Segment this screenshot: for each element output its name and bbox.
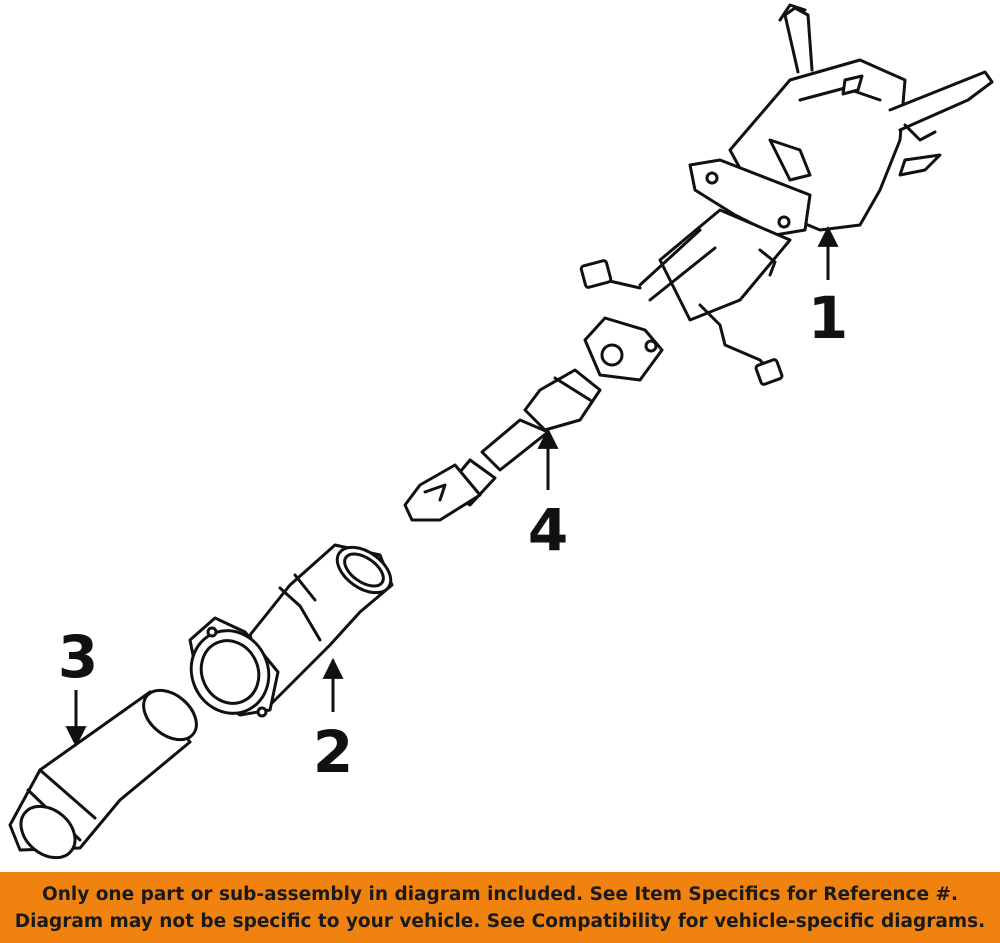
column-boot (188, 543, 394, 718)
steering-column-assembly (579, 3, 994, 386)
intermediate-shaft (403, 368, 602, 522)
callout-4-label: 4 (528, 496, 568, 564)
disclaimer-line-2: Diagram may not be specific to your vehi… (14, 911, 986, 932)
seal-sleeve (8, 688, 198, 860)
parts-diagram: 1 2 3 4 (8, 3, 994, 860)
callout-3-label: 3 (58, 623, 98, 691)
callout-1-label: 1 (808, 284, 848, 352)
disclaimer-line-1: Only one part or sub-assembly in diagram… (41, 884, 959, 905)
disclaimer-banner: Only one part or sub-assembly in diagram… (0, 872, 1000, 943)
callout-2-label: 2 (313, 718, 353, 786)
leader-arrows (65, 225, 839, 748)
